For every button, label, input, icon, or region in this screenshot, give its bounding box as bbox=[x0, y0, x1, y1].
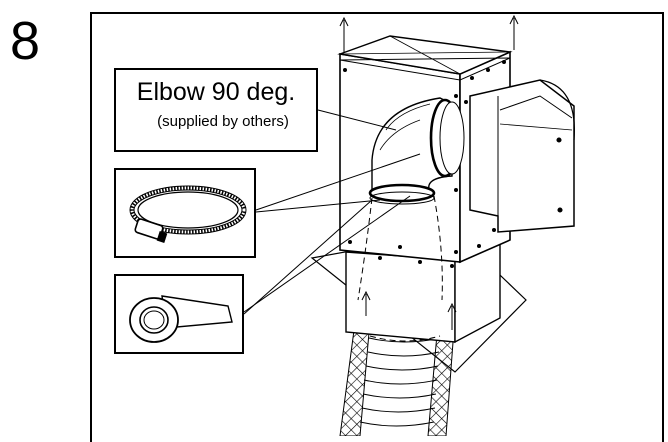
hose-clamp-icon bbox=[129, 185, 247, 243]
elbow-callout-title: Elbow 90 deg. bbox=[136, 78, 296, 106]
hose-clamp-inset bbox=[114, 168, 256, 258]
elbow-90-fitting bbox=[368, 97, 465, 205]
illustration-panel bbox=[90, 12, 664, 442]
step-number: 8 bbox=[10, 11, 41, 71]
hidden-duct-lines bbox=[357, 195, 443, 342]
leader-lines bbox=[243, 109, 421, 315]
tape-roll-icon bbox=[129, 295, 233, 343]
lower-housing bbox=[345, 236, 501, 344]
elbow-callout-box: Elbow 90 deg. (supplied by others) bbox=[114, 68, 318, 152]
tape-inset bbox=[114, 274, 244, 354]
airflow-arrows-up bbox=[339, 14, 519, 330]
exhaust-hood bbox=[469, 79, 575, 233]
elbow-callout-subtitle: (supplied by others) bbox=[157, 113, 289, 130]
